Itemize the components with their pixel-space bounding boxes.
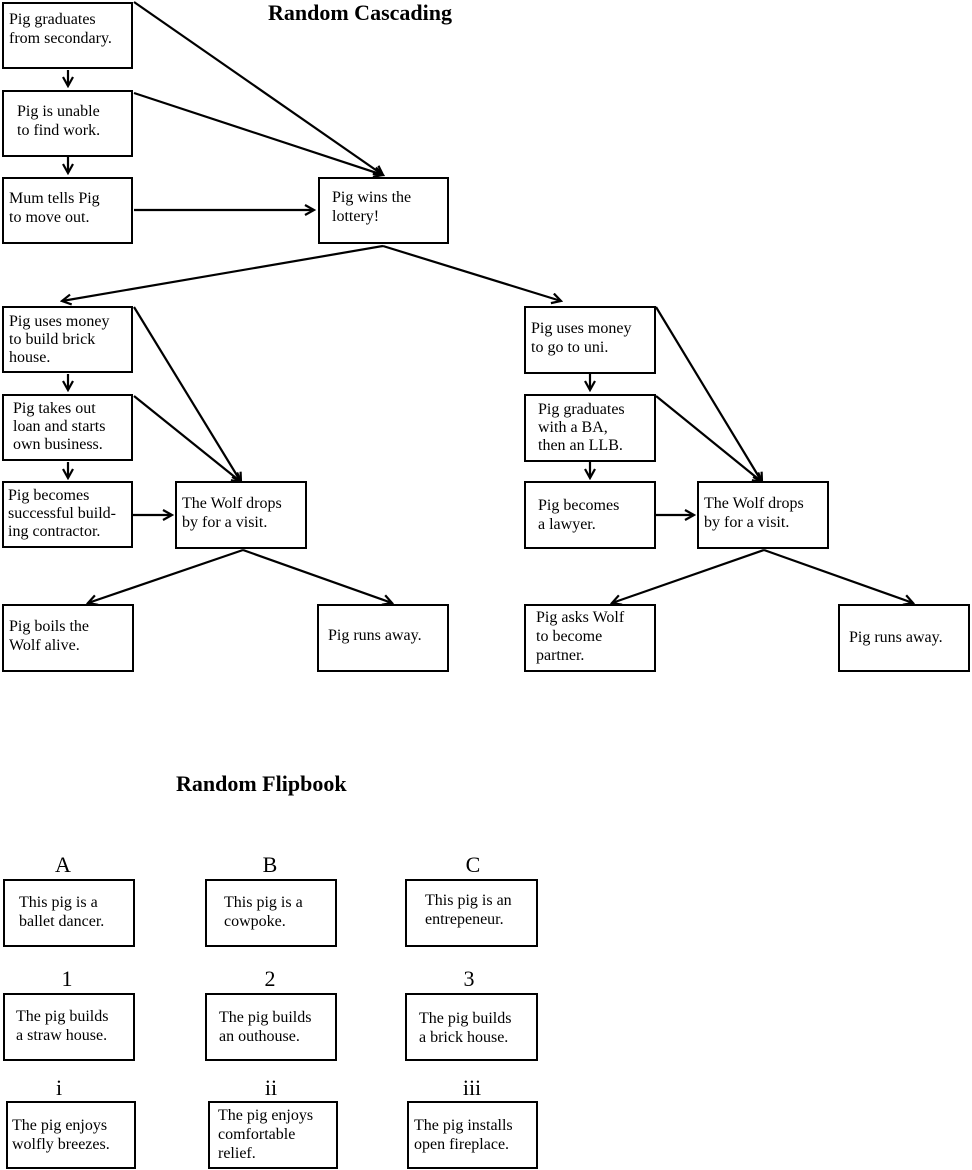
cascade-title: Random Cascading [268, 0, 452, 25]
node-loan-business: Pig takes out loan and starts own busine… [2, 394, 133, 461]
node-asks-wolf-partner: Pig asks Wolf to become partner. [524, 604, 656, 672]
node-runs-away-right: Pig runs away. [838, 604, 970, 672]
arrow-loan-to-wolf-left [133, 395, 241, 482]
arrow-ba-to-wolf-right [655, 395, 762, 482]
node-mum-tells: Mum tells Pig to move out. [2, 177, 133, 244]
arrow-lottery-to-uni [382, 244, 561, 301]
node-label: Pig graduates with a BA, then an LLB. [538, 401, 625, 454]
flipbook-label-i: i [55, 1075, 63, 1100]
flipbook-card-c: This pig is an entrepeneur. [405, 879, 538, 947]
flipbook-label-iii: iii [462, 1075, 482, 1100]
arrow-uni-to-wolf-right [655, 306, 762, 482]
node-label: Pig is unable to find work. [17, 103, 101, 139]
node-label: Pig uses money to build brick house. [9, 313, 110, 366]
arrow-wolf-left-to-runs [242, 548, 392, 603]
node-unable-work: Pig is unable to find work. [2, 90, 133, 157]
node-label: Pig wins the lottery! [332, 189, 412, 225]
node-label: Pig asks Wolf to become partner. [536, 609, 625, 664]
card-text: This pig is an entrepeneur. [425, 892, 512, 928]
arrow-secondary-to-lottery [133, 1, 383, 175]
node-label: Pig takes out loan and starts own busine… [13, 400, 106, 453]
flipbook-label-b: B [262, 852, 278, 877]
flipbook-card-iii: The pig installs open fireplace. [407, 1101, 538, 1169]
card-text: The pig builds an outhouse. [219, 1009, 312, 1045]
node-label: Pig boils the Wolf alive. [9, 618, 90, 654]
arrow-wolf-right-to-runs [763, 548, 913, 603]
node-label: The Wolf drops by for a visit. [182, 495, 282, 531]
flipbook-card-i: The pig enjoys wolfly breezes. [6, 1101, 136, 1169]
flipbook-label-a: A [55, 852, 71, 877]
node-go-to-uni: Pig uses money to go to uni. [524, 306, 656, 374]
node-wolf-visit-left: The Wolf drops by for a visit. [175, 481, 307, 549]
flipbook-label-2: 2 [264, 966, 276, 991]
card-text: The pig builds a straw house. [16, 1008, 109, 1044]
flipbook-label-ii: ii [264, 1075, 278, 1100]
node-label: Pig runs away. [328, 627, 422, 644]
arrow-wolf-right-to-asks [612, 548, 765, 603]
card-text: The pig builds a brick house. [419, 1010, 512, 1046]
node-graduates-ba: Pig graduates with a BA, then an LLB. [524, 394, 656, 462]
arrow-lottery-to-brick [62, 244, 384, 301]
flipbook-label-1: 1 [61, 966, 73, 991]
card-text: The pig installs open fireplace. [414, 1117, 513, 1153]
flipbook-label-c: C [465, 852, 481, 877]
card-text: The pig enjoys comfortable relief. [218, 1107, 314, 1162]
node-wins-lottery: Pig wins the lottery! [318, 177, 449, 244]
node-runs-away-left: Pig runs away. [317, 604, 449, 672]
arrow-brick-to-wolf-left [133, 306, 241, 482]
arrow-wolf-left-to-boils [88, 548, 244, 603]
node-build-brick: Pig uses money to build brick house. [2, 306, 133, 373]
flipbook-label-3: 3 [463, 966, 475, 991]
node-label: Mum tells Pig to move out. [9, 190, 100, 226]
node-label: The Wolf drops by for a visit. [704, 495, 804, 531]
node-label: Pig becomes a lawyer. [538, 497, 620, 533]
card-text: The pig enjoys wolfly breezes. [12, 1117, 110, 1153]
flipbook-card-1: The pig builds a straw house. [3, 993, 135, 1061]
node-label: Pig graduates from secondary. [9, 11, 112, 47]
flipbook-card-b: This pig is a cowpoke. [205, 879, 337, 947]
flipbook-card-3: The pig builds a brick house. [405, 993, 538, 1061]
arrow-unable-to-lottery [133, 91, 383, 175]
node-boils-wolf: Pig boils the Wolf alive. [2, 604, 134, 672]
card-text: This pig is a cowpoke. [224, 894, 303, 930]
node-label: Pig runs away. [849, 629, 943, 646]
node-label: Pig becomes successful build- ing contra… [8, 487, 116, 540]
card-text: This pig is a ballet dancer. [19, 894, 105, 930]
node-successful-contractor: Pig becomes successful build- ing contra… [2, 481, 133, 548]
node-label: Pig uses money to go to uni. [531, 320, 632, 356]
flipbook-title: Random Flipbook [176, 771, 347, 796]
node-graduates-secondary: Pig graduates from secondary. [2, 2, 133, 69]
flipbook-card-2: The pig builds an outhouse. [205, 993, 337, 1061]
flipbook-card-ii: The pig enjoys comfortable relief. [208, 1101, 338, 1169]
flipbook-card-a: This pig is a ballet dancer. [3, 879, 135, 947]
node-becomes-lawyer: Pig becomes a lawyer. [524, 481, 656, 549]
node-wolf-visit-right: The Wolf drops by for a visit. [697, 481, 829, 549]
